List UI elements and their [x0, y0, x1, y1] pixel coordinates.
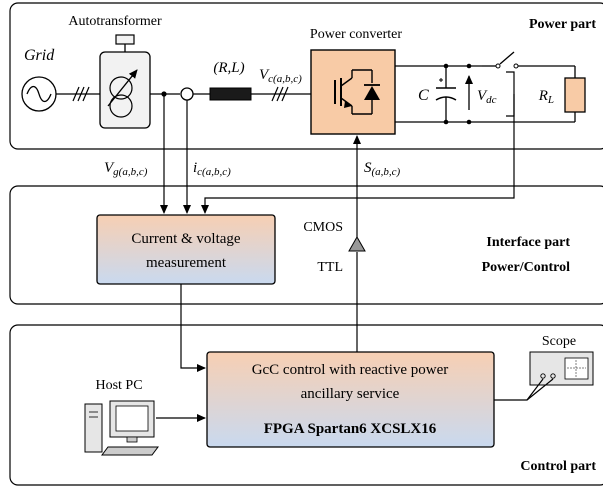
autotransformer-icon: [99, 34, 151, 129]
line-impedance-icon: [209, 87, 252, 101]
capacitor-label: C: [418, 87, 429, 104]
measurement-line1: Current & voltage: [131, 231, 240, 247]
measurement-box: [96, 214, 276, 285]
load-resistor-label: RL: [538, 88, 554, 106]
power-part-panel: [9, 2, 603, 150]
ttl-label: TTL: [317, 260, 343, 275]
fpga-label: FPGA Spartan6 XCSLX16: [264, 421, 437, 437]
control-line1: GcC control with reactive power: [252, 362, 449, 378]
host-pc-icon: [84, 400, 159, 456]
three-phase-mark-2-icon: [271, 86, 289, 102]
vc-label: Vc(a,b,c): [259, 67, 302, 85]
autotransformer-label: Autotransformer: [68, 14, 162, 29]
load-resistor-icon: [564, 77, 586, 113]
power-converter-icon: [310, 49, 396, 135]
scope-icon: [529, 351, 594, 386]
cmos-label: CMOS: [303, 220, 343, 235]
load-switch-icon: [482, 51, 575, 69]
dc-capacitor-icon: [435, 66, 457, 122]
interface-part-label: Interface part: [486, 235, 570, 250]
current-sensor-icon: [180, 87, 194, 101]
ic-label: ic(a,b,c): [193, 160, 231, 178]
measurement-line2: measurement: [146, 255, 227, 271]
s-label: S(a,b,c): [364, 160, 401, 178]
rl-label: (R,L): [213, 60, 244, 76]
grid-source-icon: [21, 76, 57, 112]
control-line2: ancillary service: [301, 386, 400, 402]
power-part-label: Power part: [529, 17, 596, 32]
cmos-ttl-buffer-icon: [348, 235, 366, 252]
interface-power-control-label: Power/Control: [482, 260, 570, 275]
vg-label: Vg(a,b,c): [104, 160, 148, 178]
control-part-label: Control part: [520, 459, 596, 474]
scope-label: Scope: [542, 334, 576, 349]
grid-label: Grid: [24, 47, 55, 64]
host-pc-label: Host PC: [95, 378, 142, 393]
power-converter-label: Power converter: [310, 27, 402, 42]
three-phase-mark-icon: [72, 86, 90, 102]
vdc-label: Vdc: [477, 88, 497, 106]
